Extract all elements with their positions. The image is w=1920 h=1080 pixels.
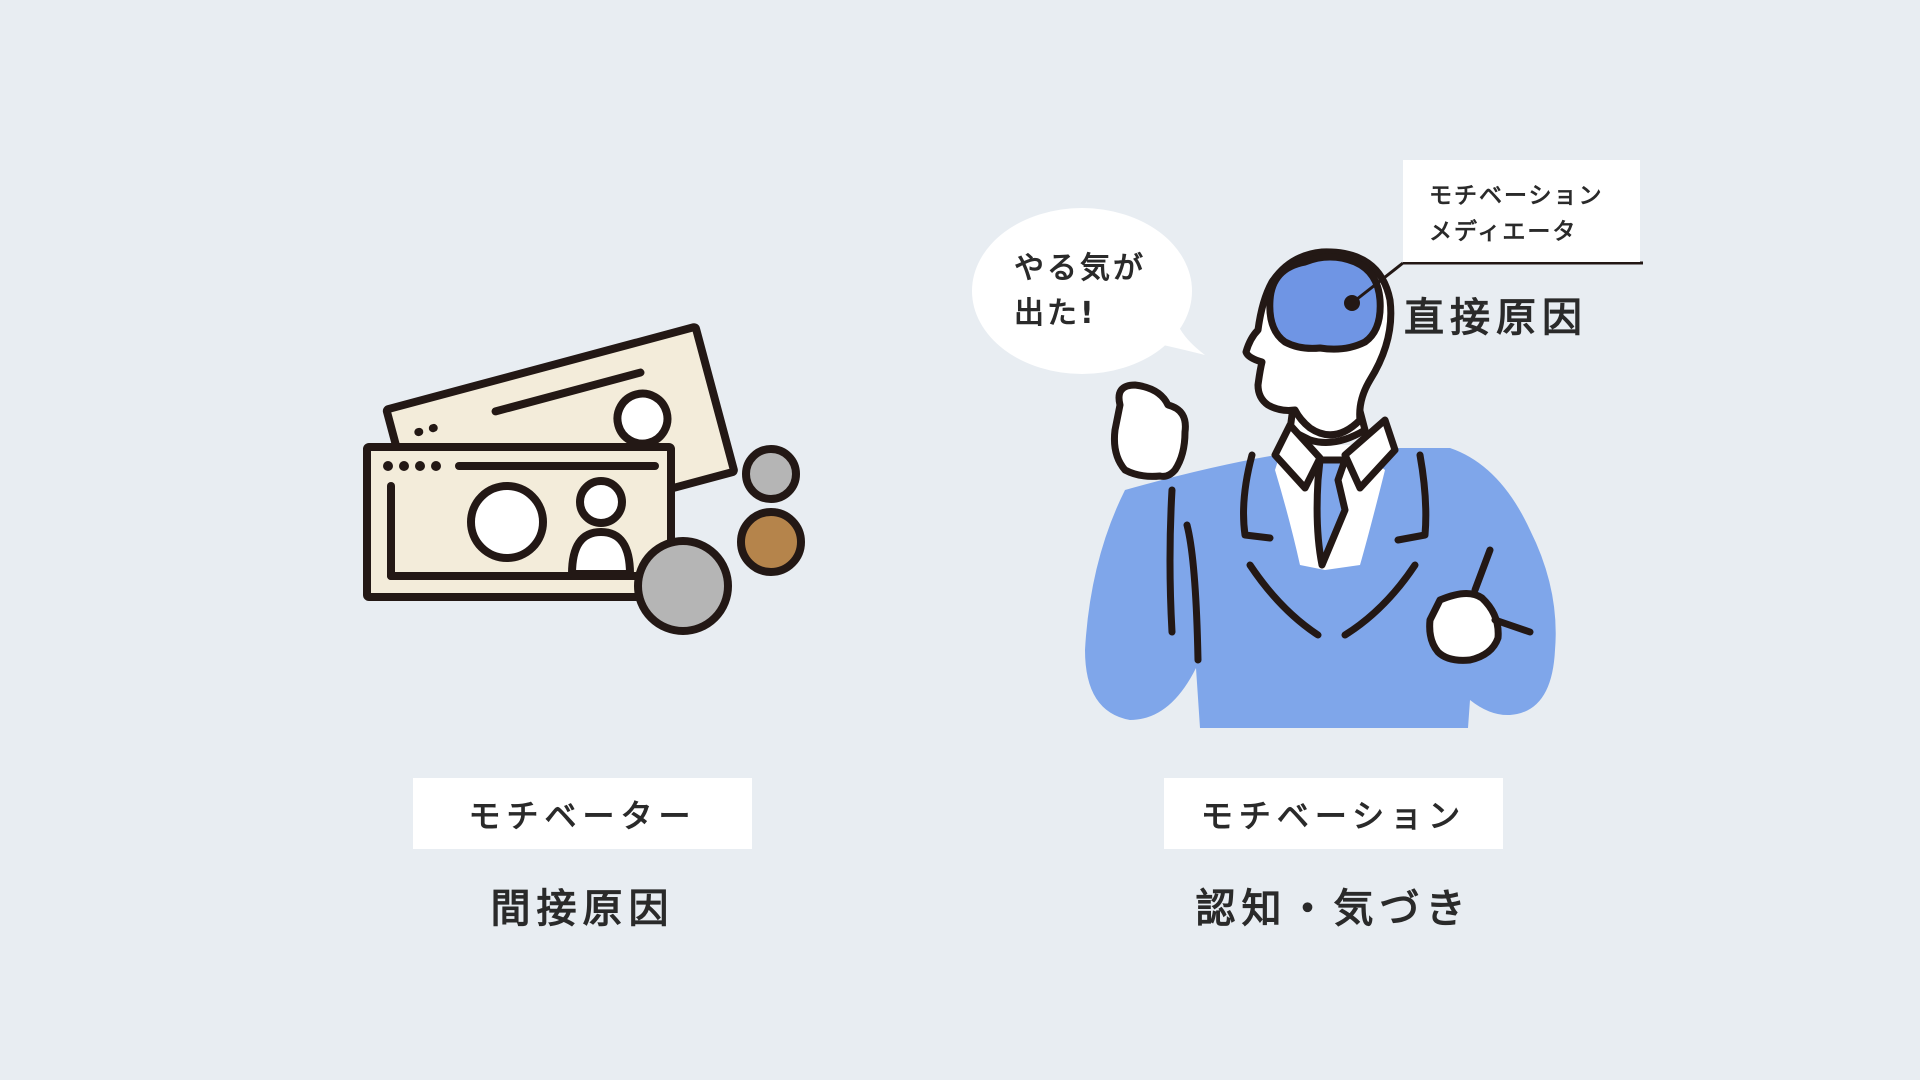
direct-cause-caption: 直接原因	[1404, 295, 1588, 341]
mediator-label: モチベーション メディエータ	[1403, 160, 1640, 262]
left-fist	[1111, 381, 1189, 480]
brain-pointer	[1351, 261, 1643, 305]
cognition-caption: 認知・気づき	[1195, 886, 1472, 932]
collar-left	[1271, 421, 1324, 492]
speech-bubble-text: やる気が 出た!	[1014, 251, 1146, 331]
coin-small	[742, 445, 800, 503]
coin-large	[634, 537, 732, 635]
bill-portrait-head	[576, 477, 626, 527]
bill-portrait-body	[568, 528, 634, 578]
motivation-label: モチベーション	[1164, 778, 1503, 849]
suit-body	[1085, 448, 1556, 728]
money-icon	[363, 323, 805, 635]
speech-bubble-icon	[972, 208, 1205, 374]
businessman-icon	[1085, 248, 1556, 728]
mediator-label-line1: モチベーション	[1429, 183, 1604, 209]
motivator-label: モチベーター	[413, 778, 752, 849]
coin-copper	[737, 508, 805, 576]
brain-icon	[1266, 253, 1384, 353]
brain-pointer-dot	[1344, 295, 1360, 311]
mediator-label-line2: メディエータ	[1429, 219, 1578, 245]
bill-watermark	[467, 482, 547, 562]
bill-dots	[383, 461, 441, 471]
right-fist	[1426, 590, 1502, 664]
indirect-cause-caption: 間接原因	[490, 886, 675, 932]
tie	[1313, 456, 1349, 569]
collar-right	[1341, 416, 1399, 492]
